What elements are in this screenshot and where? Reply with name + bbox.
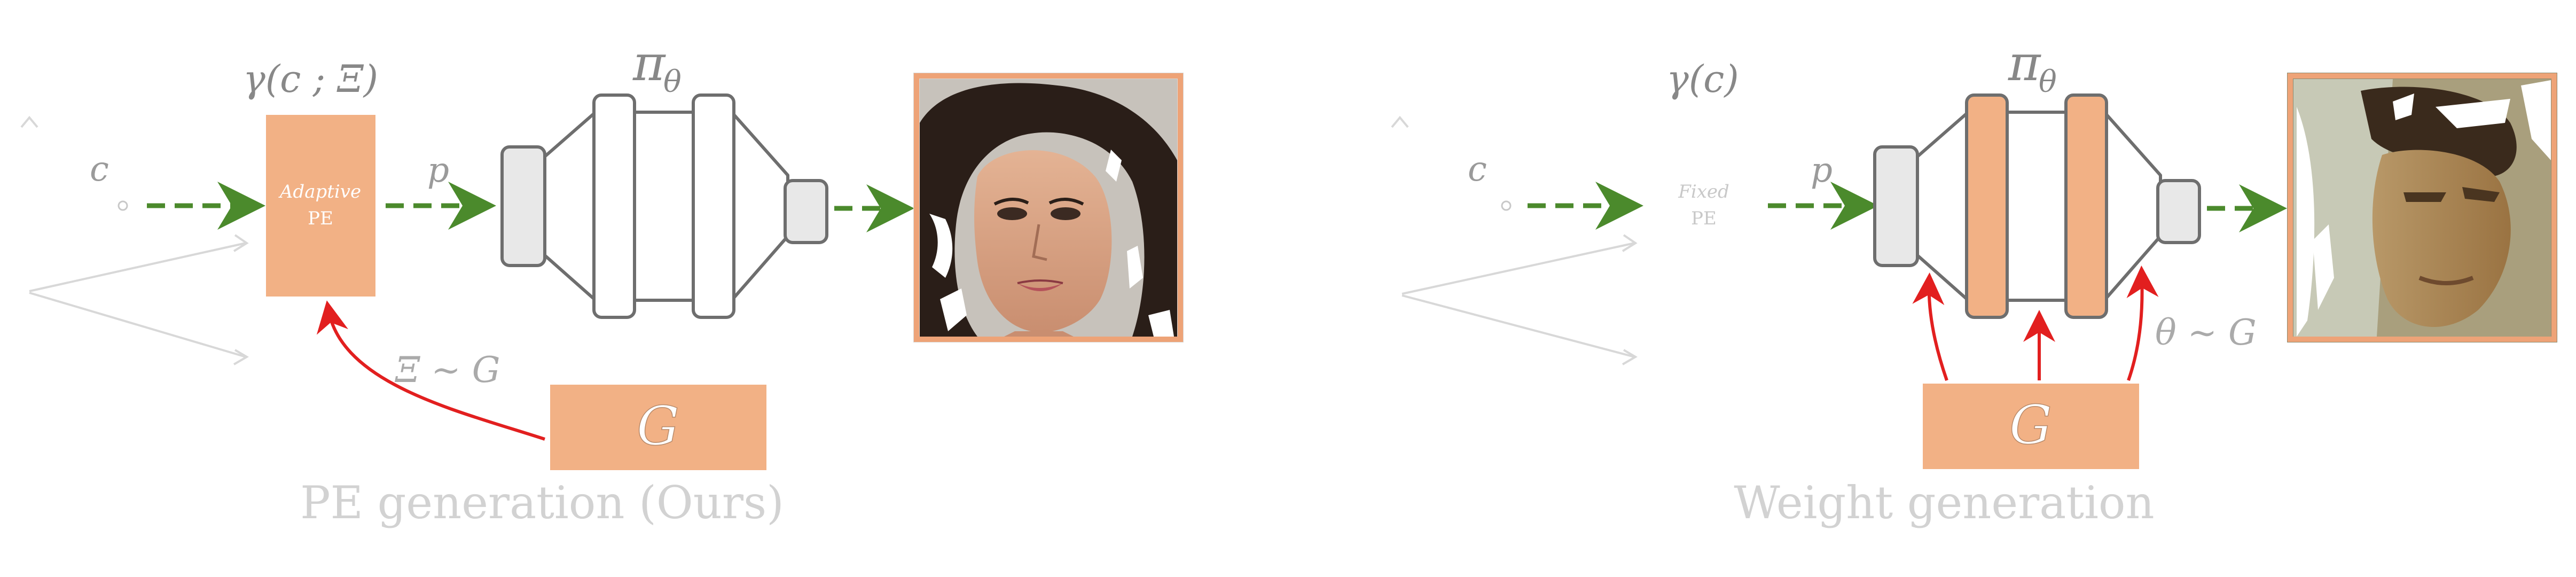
encoding-label-right: γ(c) (1666, 57, 1739, 101)
output-image-blurry (2287, 73, 2557, 342)
generator-to-pe-arrow (316, 300, 545, 441)
network-output-layer-right (2156, 179, 2201, 244)
adaptive-pe-box (266, 115, 375, 297)
input-point (118, 200, 128, 211)
generator-label: G (637, 395, 679, 457)
network-mlp-right (1873, 93, 2201, 319)
input-c-label-right: c (1468, 150, 1487, 189)
embedding-p-label: p (427, 151, 449, 190)
right-caption: Weight generation (1734, 477, 2154, 529)
output-image-woman (913, 73, 1184, 342)
fixed-pe-text-line2: PE (1691, 208, 1717, 229)
sampling-label: Ξ ∼ G (395, 349, 500, 391)
svg-text:π: π (2008, 35, 2041, 92)
adaptive-pe-text-line1: Adaptive (278, 181, 361, 202)
input-coordinate-wedge-right (1391, 115, 1638, 365)
network-label: π θ (632, 35, 682, 99)
adaptive-pe-text-line2: PE (308, 208, 333, 229)
generator-to-network-arrows (1912, 266, 2159, 381)
fixed-pe-text-line1: Fixed (1678, 181, 1729, 202)
network-hidden-layer-2 (692, 93, 735, 319)
network-label-right: π θ (2008, 35, 2057, 99)
network-taper-out (730, 111, 789, 302)
sampling-label-right: θ ∼ G (2155, 312, 2257, 353)
network-hidden-layer-1 (592, 93, 636, 319)
generator-box (550, 385, 766, 470)
svg-text:θ: θ (663, 65, 682, 99)
generator-box-right (1923, 384, 2139, 469)
left-panel: c γ(c ; Ξ) Adaptive PE p π θ (20, 35, 1184, 529)
network-output-layer (784, 179, 828, 244)
network-input-layer-right (1873, 145, 1919, 267)
right-panel: c γ(c) Fixed PE p π θ (1391, 35, 2557, 529)
network-hidden-layer-1-right (1965, 93, 2009, 319)
svg-text:θ: θ (2039, 65, 2057, 99)
input-c-label: c (90, 150, 109, 189)
network-connector-right (2006, 111, 2067, 302)
generator-label-right: G (2009, 394, 2052, 456)
encoding-label: γ(c ; Ξ) (243, 57, 378, 101)
input-coordinate-wedge (20, 115, 249, 365)
network-connector (633, 111, 694, 302)
network-taper-in (543, 111, 597, 302)
input-point-right (1501, 200, 1512, 211)
left-caption: PE generation (Ours) (300, 477, 784, 529)
network-taper-in-right (1916, 111, 1970, 302)
network-input-layer (500, 145, 546, 267)
svg-text:π: π (632, 35, 666, 92)
embedding-p-label-right: p (1811, 151, 1833, 190)
network-taper-out-right (2103, 111, 2162, 302)
network-mlp (500, 93, 828, 319)
network-hidden-layer-2-right (2064, 93, 2108, 319)
